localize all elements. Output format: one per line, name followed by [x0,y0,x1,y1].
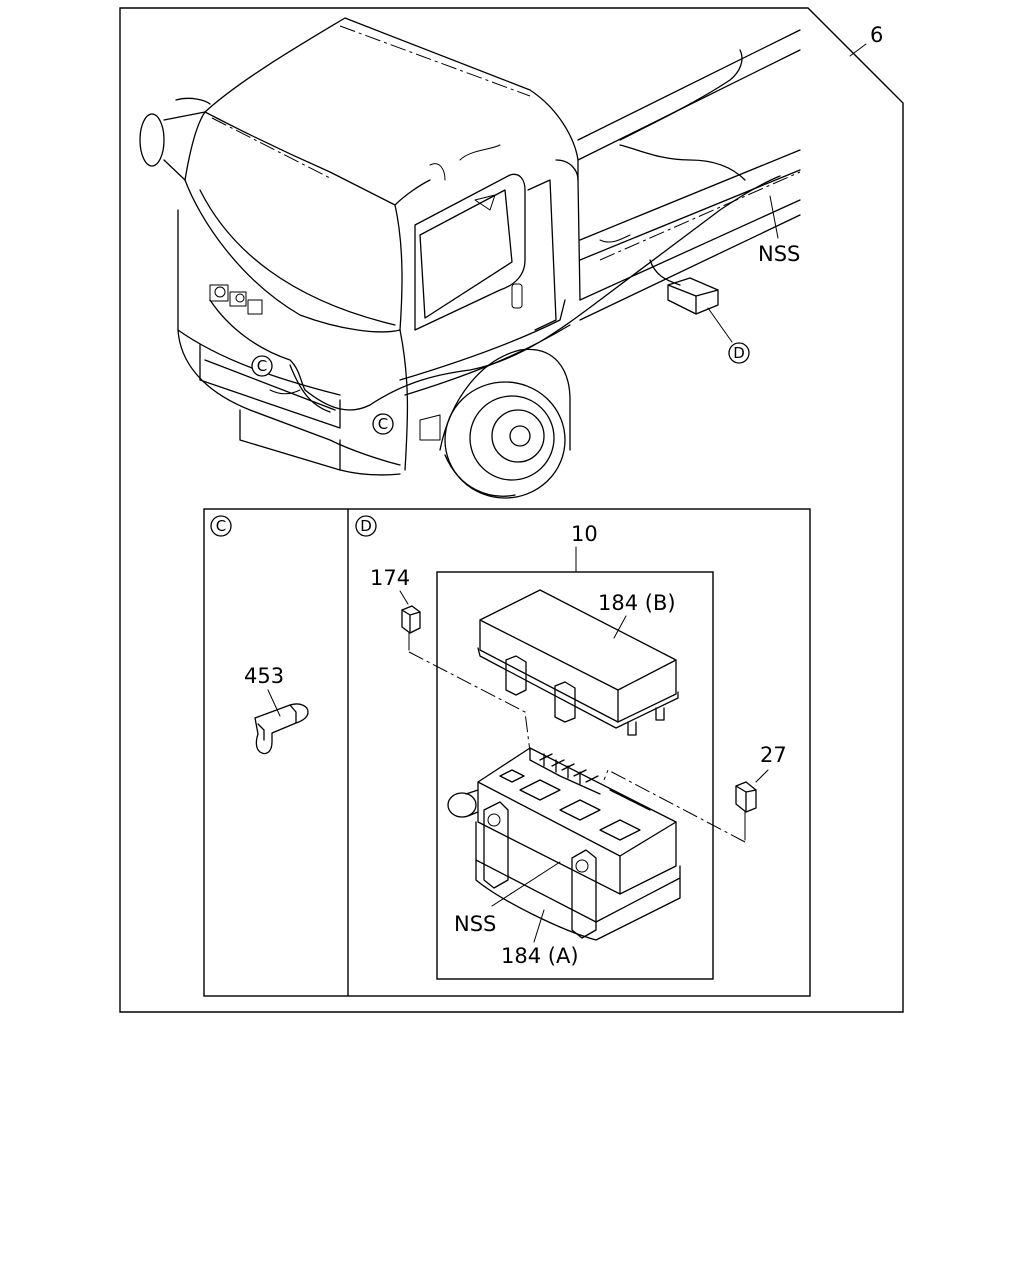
detail-d-title-letter: D [360,517,372,535]
detail-d-title-circle [355,515,377,537]
c-marker-letter-1: C [257,357,267,375]
part-184b-leader [613,615,627,639]
ref-6-label: 6 [870,23,883,47]
part-174-relay [401,605,421,651]
detail-c-title-letter: C [216,517,226,535]
part-184a-leader [533,909,545,943]
nss-leader-top [769,195,779,239]
part-10-subframe [436,571,714,980]
c-marker-circle-1 [251,355,273,377]
d-marker-letter: D [733,344,745,362]
part-174-fit-line [408,651,531,753]
part-174-leader [399,590,409,605]
ref-6-leader [849,43,867,57]
part-27-fuse [735,781,757,841]
outer-frame [119,7,904,1013]
detail-panels-frame [203,508,811,997]
part-453-clip [254,703,309,755]
nss-leader-bottom [491,861,561,907]
detail-c-title-circle [210,515,232,537]
d-marker-circle [728,342,750,364]
nss-label-top: NSS [758,242,800,266]
part-453-leader [267,689,281,717]
part-184a-label: 184 (A) [501,944,579,968]
c-marker-circle-2 [372,413,394,435]
nss-label-bottom: NSS [454,912,496,936]
part-174-label: 174 [370,566,410,590]
part-184a-fusebase [447,747,681,941]
part-27-leader [755,769,769,783]
c-marker-letter-2: C [378,415,388,433]
part-184b-cover [477,589,679,736]
d-marker-leader [707,307,733,343]
truck-illustration [139,17,801,499]
part-27-label: 27 [760,743,787,767]
part-10-label: 10 [571,522,598,546]
part-27-fit-line [603,769,746,843]
part-453-label: 453 [244,664,284,688]
part-184b-label: 184 (B) [598,591,676,615]
